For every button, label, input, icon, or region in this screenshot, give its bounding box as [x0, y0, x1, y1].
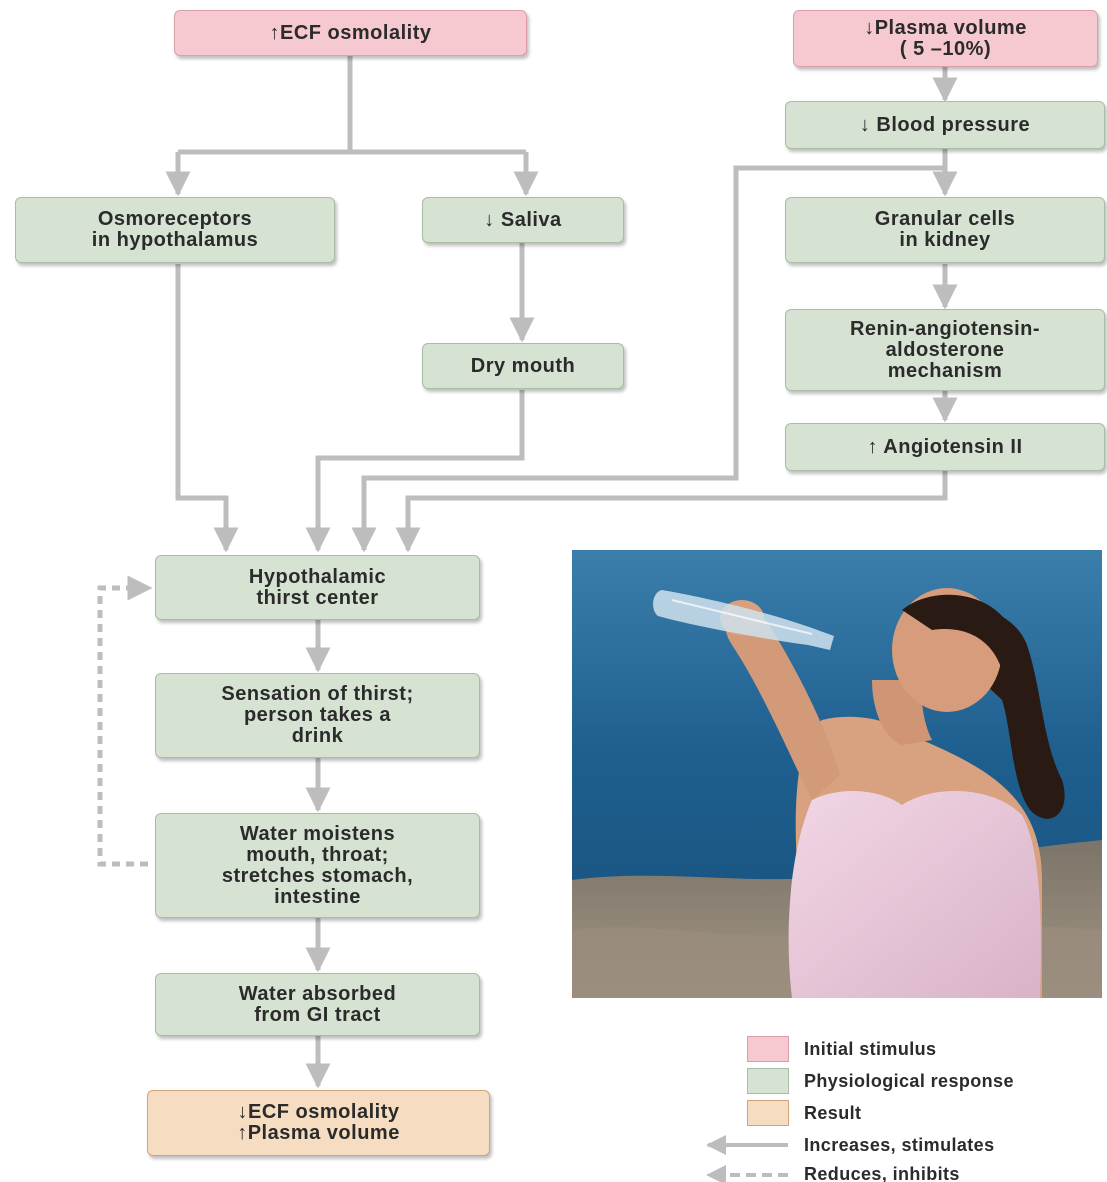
ecf-osmolality-up-box: ↑ECF osmolality: [174, 10, 527, 56]
osmoreceptors-box: Osmoreceptors in hypothalamus: [15, 197, 335, 263]
moistens-line-4: intestine: [274, 885, 361, 908]
renin-line-1: Renin-angiotensin-: [849, 317, 1041, 340]
dry-mouth-text: Dry mouth: [470, 354, 576, 377]
plasma-volume-line-2: ( 5 –10%): [899, 37, 992, 60]
osmoreceptors-line-2: in hypothalamus: [91, 229, 259, 251]
thirst-center-line-1: Hypothalamic: [248, 565, 387, 588]
result-line-2: ↑Plasma volume: [237, 1122, 400, 1144]
photo-illustration: [572, 550, 1102, 998]
legend-label-physio: Physiological response: [804, 1071, 1014, 1091]
blood-pressure-down-box: ↓ Blood pressure: [785, 101, 1105, 149]
sensation-line-3: drink: [291, 725, 344, 747]
absorbed-line-2: from GI tract: [254, 1003, 381, 1026]
legend-label-increases: Increases, stimulates: [804, 1135, 995, 1155]
arrow-dry-mouth-to-thirst: [305, 390, 525, 553]
arrow-bp-to-thirst: [351, 165, 945, 553]
saliva-down-box: ↓ Saliva: [422, 197, 624, 243]
granular-cells-line-1: Granular cells: [874, 208, 1016, 230]
result-line-1: ↓ECF osmolality: [237, 1101, 400, 1123]
legend-swatch-initial: [747, 1036, 789, 1062]
moistens-line-2: mouth, throat;: [246, 843, 389, 866]
legend-label-reduces: Reduces, inhibits: [804, 1164, 960, 1182]
osmoreceptors-line-1: Osmoreceptors: [97, 208, 253, 230]
legend-swatch-physio: [747, 1068, 789, 1094]
granular-cells-box: Granular cells in kidney: [785, 197, 1105, 263]
saliva-text: ↓ Saliva: [484, 208, 562, 231]
legend-label-initial: Initial stimulus: [804, 1039, 937, 1059]
dry-mouth-box: Dry mouth: [422, 343, 624, 389]
water-absorbed-box: Water absorbed from GI tract: [155, 973, 480, 1036]
arrow-inhibit-loop: [97, 575, 153, 867]
angiotensin-ii-up-box: ↑ Angiotensin II: [785, 423, 1105, 471]
moistens-line-3: stretches stomach,: [221, 864, 414, 887]
angiotensin-text: ↑ Angiotensin II: [867, 435, 1023, 458]
arrow-ecf-to-osmoreceptors: [178, 149, 526, 194]
thirst-center-box: Hypothalamic thirst center: [155, 555, 480, 620]
plasma-volume-down-box: ↓Plasma volume ( 5 –10%): [793, 10, 1098, 67]
water-moistens-box: Water moistens mouth, throat; stretches …: [155, 813, 480, 918]
thirst-center-line-2: thirst center: [256, 586, 379, 609]
ecf-osmolality-up-text: ↑ECF osmolality: [269, 21, 432, 44]
sensation-of-thirst-box: Sensation of thirst; person takes a drin…: [155, 673, 480, 758]
legend-label-result: Result: [804, 1103, 862, 1123]
woman-drinking-photo: [572, 550, 1102, 998]
sensation-line-1: Sensation of thirst;: [221, 683, 414, 705]
result-box: ↓ECF osmolality ↑Plasma volume: [147, 1090, 490, 1156]
renin-angiotensin-box: Renin-angiotensin- aldosterone mechanism: [785, 309, 1105, 391]
absorbed-line-1: Water absorbed: [238, 982, 397, 1005]
legend-swatch-result: [747, 1100, 789, 1126]
moistens-line-1: Water moistens: [239, 822, 396, 845]
blood-pressure-text: ↓ Blood pressure: [859, 113, 1031, 136]
renin-line-2: aldosterone: [885, 338, 1005, 361]
sensation-line-2: person takes a: [243, 704, 392, 726]
arrow-angiotensin-to-thirst: [395, 470, 948, 553]
arrow-osmoreceptors-to-thirst: [175, 264, 239, 553]
plasma-volume-line-1: ↓Plasma volume: [864, 16, 1027, 39]
granular-cells-line-2: in kidney: [899, 229, 991, 251]
renin-line-3: mechanism: [887, 359, 1003, 382]
